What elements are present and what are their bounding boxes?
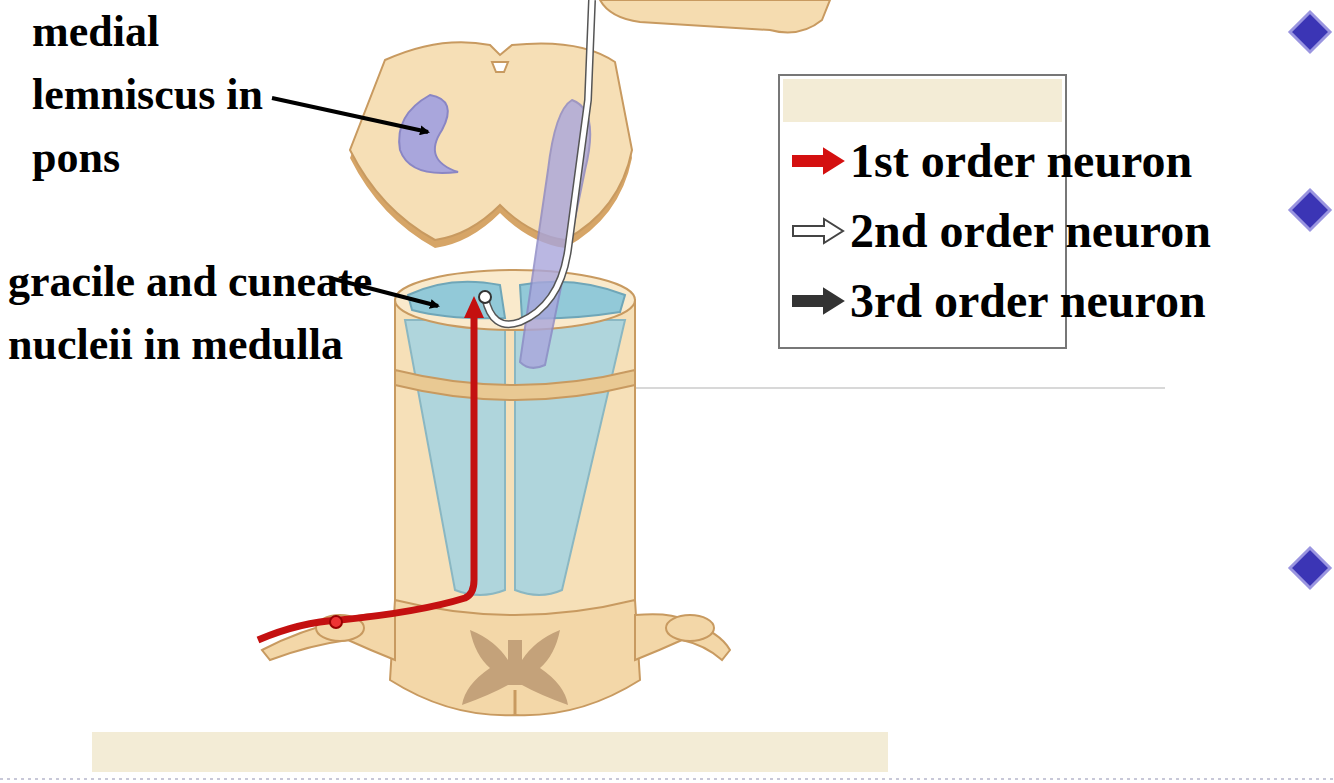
legend-arrow [790, 286, 846, 316]
legend-arrow [790, 216, 846, 246]
spinal-cord [390, 270, 640, 715]
divider-line [635, 387, 1165, 389]
legend-arrow [790, 146, 846, 176]
legend-row: 2nd order neuron [790, 200, 1211, 262]
dorsal-root-ganglion [262, 614, 730, 660]
legend-row: 1st order neuron [790, 130, 1192, 192]
legend-text: 1st order neuron [850, 130, 1192, 192]
second-order-neuron [479, 0, 592, 324]
legend-text: 3rd order neuron [850, 270, 1206, 332]
structure-label: medial lemniscus in pons [32, 0, 282, 189]
legend-header [783, 79, 1062, 122]
brainstem-section [600, 0, 830, 32]
bullet-diamond [1290, 548, 1330, 588]
legend-row: 3rd order neuron [790, 270, 1206, 332]
leader-arrow [272, 98, 428, 132]
legend-text: 2nd order neuron [850, 200, 1211, 262]
dotted-line [0, 778, 1334, 780]
bullet-diamond [1290, 12, 1330, 52]
structure-label: gracile and cuneate nucleii in medulla [8, 250, 393, 376]
caption-bar [92, 732, 888, 772]
bullet-diamond [1290, 190, 1330, 230]
